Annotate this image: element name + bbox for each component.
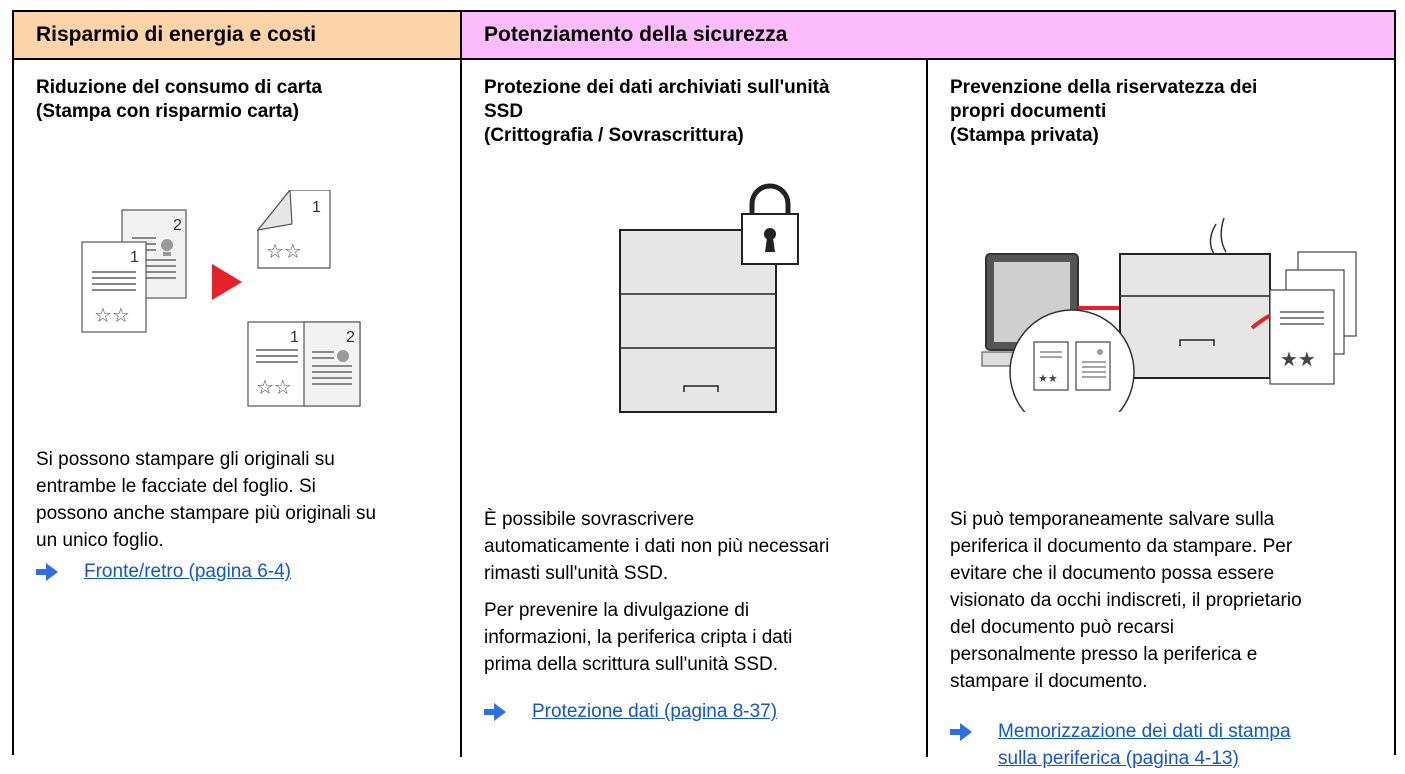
svg-text:1: 1 [290,329,299,346]
column-title: Prevenzione della riservatezza dei propr… [950,77,1258,146]
padlock-icon [741,183,799,265]
column-title: Riduzione del consumo di carta (Stampa c… [36,77,323,122]
svg-text:1: 1 [130,249,139,266]
document-icon: 1 ☆☆ [81,241,147,333]
arrow-right-icon [36,563,58,581]
reference-memorizzazione: Memorizzazione dei dati di stampa sulla … [950,718,1384,774]
svg-text:2: 2 [173,217,182,234]
column-data-protection: Protezione dei dati archiviati sull'unit… [462,60,928,757]
column-private-print: Prevenzione della riservatezza dei propr… [928,60,1394,769]
link-fronte-retro[interactable]: Fronte/retro (pagina 6-4) [84,561,291,582]
document-icon: 1 ☆☆ [256,190,331,269]
duplex-print-illustration: 2 1 ☆☆ [81,190,361,407]
link-protezione-dati[interactable]: Protezione dati (pagina 8-37) [532,701,778,722]
column-title: Protezione dei dati archiviati sull'unit… [484,77,830,146]
printer-icon [1119,253,1271,379]
link-memorizzazione[interactable]: Memorizzazione dei dati di stampa sulla … [998,721,1291,769]
document-icon: ★★ [1009,309,1135,412]
arrow-right-icon [484,703,506,721]
svg-text:☆☆: ☆☆ [256,375,292,399]
arrow-right-icon [950,723,972,741]
svg-text:★★: ★★ [1038,372,1058,385]
column-paper-saving: Riduzione del consumo di carta (Stampa c… [14,60,462,757]
column-description: Si possono stampare gli originali su ent… [36,449,377,551]
svg-text:1: 1 [312,199,321,216]
arrow-right-icon [212,264,242,300]
column-description: È possibile sovrascrivere automaticament… [484,509,830,675]
header-security: Potenziamento della sicurezza [462,12,1394,60]
private-print-illustration: ★★ ★★ [981,217,1357,412]
svg-text:☆☆: ☆☆ [94,303,130,327]
header-energy-saving: Risparmio di energia e costi [14,12,462,60]
printer-encryption-illustration [619,183,799,413]
reference-fronte-retro: Fronte/retro (pagina 6-4) [36,558,450,585]
document-icon: ★★ [1269,251,1357,385]
features-table: Risparmio di energia e costi Potenziamen… [12,10,1396,769]
document-icon: 1 2 ☆☆ [247,321,361,407]
svg-text:☆☆: ☆☆ [266,239,302,263]
svg-text:2: 2 [346,329,355,346]
column-description: Si può temporaneamente salvare sulla per… [950,509,1302,692]
hand-icon [1209,217,1227,255]
reference-protezione-dati: Protezione dati (pagina 8-37) [484,698,916,725]
printer-icon [619,229,777,413]
svg-text:★★: ★★ [1280,347,1316,371]
